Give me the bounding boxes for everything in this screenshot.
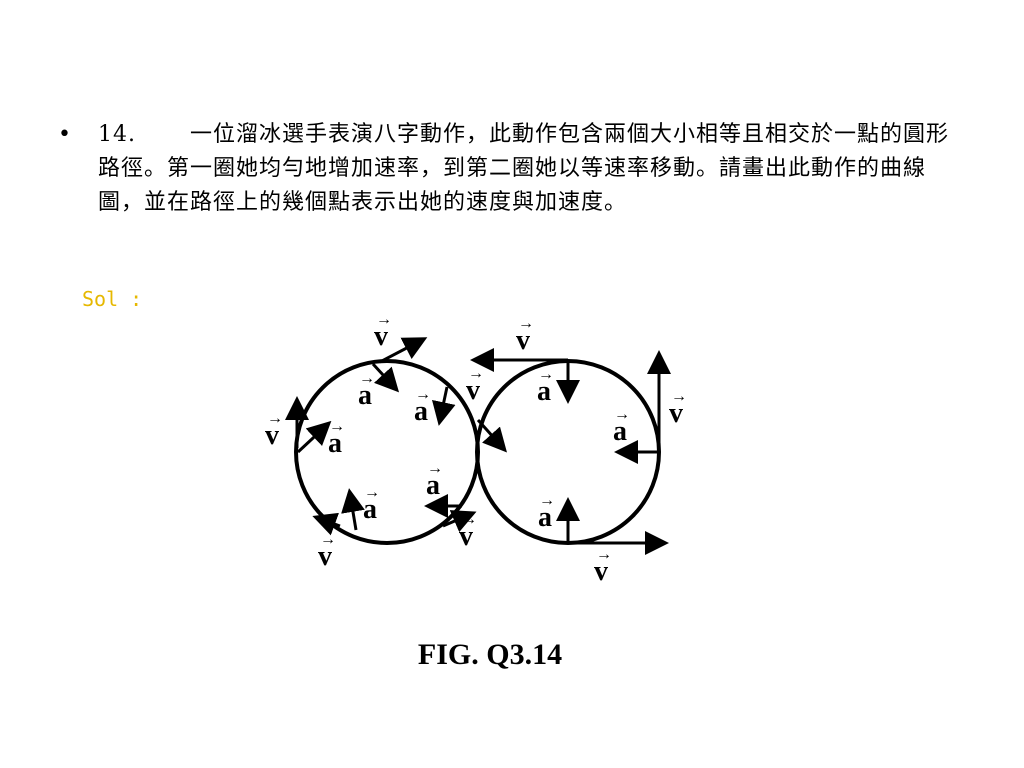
velocity-label: v→	[669, 388, 687, 429]
velocity-label: v→	[466, 365, 484, 406]
svg-text:a: a	[414, 396, 428, 427]
svg-text:a: a	[613, 416, 627, 447]
left-circle-path	[294, 359, 480, 545]
svg-text:→: →	[267, 410, 283, 427]
svg-text:v: v	[318, 541, 332, 572]
svg-text:→: →	[364, 484, 380, 501]
velocity-label: v→	[265, 410, 283, 451]
svg-text:a: a	[328, 428, 342, 459]
svg-text:→: →	[415, 386, 431, 403]
velocity-arrow	[442, 510, 477, 533]
svg-text:→: →	[596, 546, 612, 563]
velocity-label: v→	[459, 511, 477, 552]
svg-text:a: a	[537, 376, 551, 407]
svg-text:→: →	[671, 388, 687, 405]
acceleration-arrow	[371, 362, 400, 393]
acceleration-label: a→	[426, 460, 443, 501]
svg-text:→: →	[376, 311, 392, 328]
velocity-arrow	[379, 337, 428, 364]
svg-text:v: v	[466, 375, 480, 406]
question-text: 14.一位溜冰選手表演八字動作，此動作包含兩個大小相等且相交於一點的圓形路徑。第…	[98, 118, 958, 220]
velocity-label: v→	[594, 546, 612, 587]
solution-label: Sol :	[82, 287, 143, 311]
figure-eight-diagram: v→ a→ a→ v→ v→ a→ v→ a→ a→ v→ v→ a→ v→ a…	[265, 311, 687, 587]
svg-text:→: →	[461, 511, 477, 528]
acceleration-label: a→	[363, 484, 380, 525]
svg-text:→: →	[539, 492, 555, 509]
velocity-label: v→	[318, 531, 336, 572]
svg-text:v: v	[516, 325, 530, 356]
velocity-arrow	[476, 419, 507, 453]
svg-text:→: →	[468, 365, 484, 382]
svg-text:v: v	[265, 420, 279, 451]
acceleration-arrow	[341, 488, 365, 531]
svg-text:a: a	[363, 494, 377, 525]
left-circle-vectors	[285, 337, 507, 536]
question-number: 14.	[98, 122, 136, 147]
svg-text:→: →	[538, 366, 554, 383]
vector-labels: v→ a→ a→ v→ v→ a→ v→ a→ a→ v→ v→ a→ v→ a…	[265, 311, 687, 587]
acceleration-label: a→	[613, 406, 630, 447]
svg-text:v: v	[594, 556, 608, 587]
acceleration-label: a→	[537, 366, 554, 407]
svg-text:→: →	[427, 460, 443, 477]
svg-text:v: v	[374, 321, 388, 352]
velocity-arrow	[312, 512, 341, 536]
svg-text:a: a	[358, 380, 372, 411]
svg-text:→: →	[518, 315, 534, 332]
acceleration-label: a→	[414, 386, 431, 427]
velocity-label: v→	[374, 311, 392, 352]
svg-text:a: a	[426, 470, 440, 501]
acceleration-arrow	[296, 420, 332, 454]
figure-caption: FIG. Q3.14	[417, 638, 563, 671]
svg-text:a: a	[538, 502, 552, 533]
velocity-arrow	[431, 386, 456, 426]
acceleration-label: a→	[328, 418, 345, 459]
svg-text:→: →	[320, 531, 336, 548]
svg-text:→: →	[614, 406, 630, 423]
acceleration-label: a→	[358, 370, 375, 411]
bullet-icon: •	[58, 122, 71, 147]
velocity-label: v→	[516, 315, 534, 356]
right-circle-vectors	[470, 348, 671, 555]
svg-text:→: →	[359, 370, 375, 387]
question-body: 一位溜冰選手表演八字動作，此動作包含兩個大小相等且相交於一點的圓形路徑。第一圈她…	[98, 122, 950, 215]
svg-text:→: →	[329, 418, 345, 435]
acceleration-label: a→	[538, 492, 555, 533]
svg-text:v: v	[459, 521, 473, 552]
svg-text:v: v	[669, 398, 683, 429]
